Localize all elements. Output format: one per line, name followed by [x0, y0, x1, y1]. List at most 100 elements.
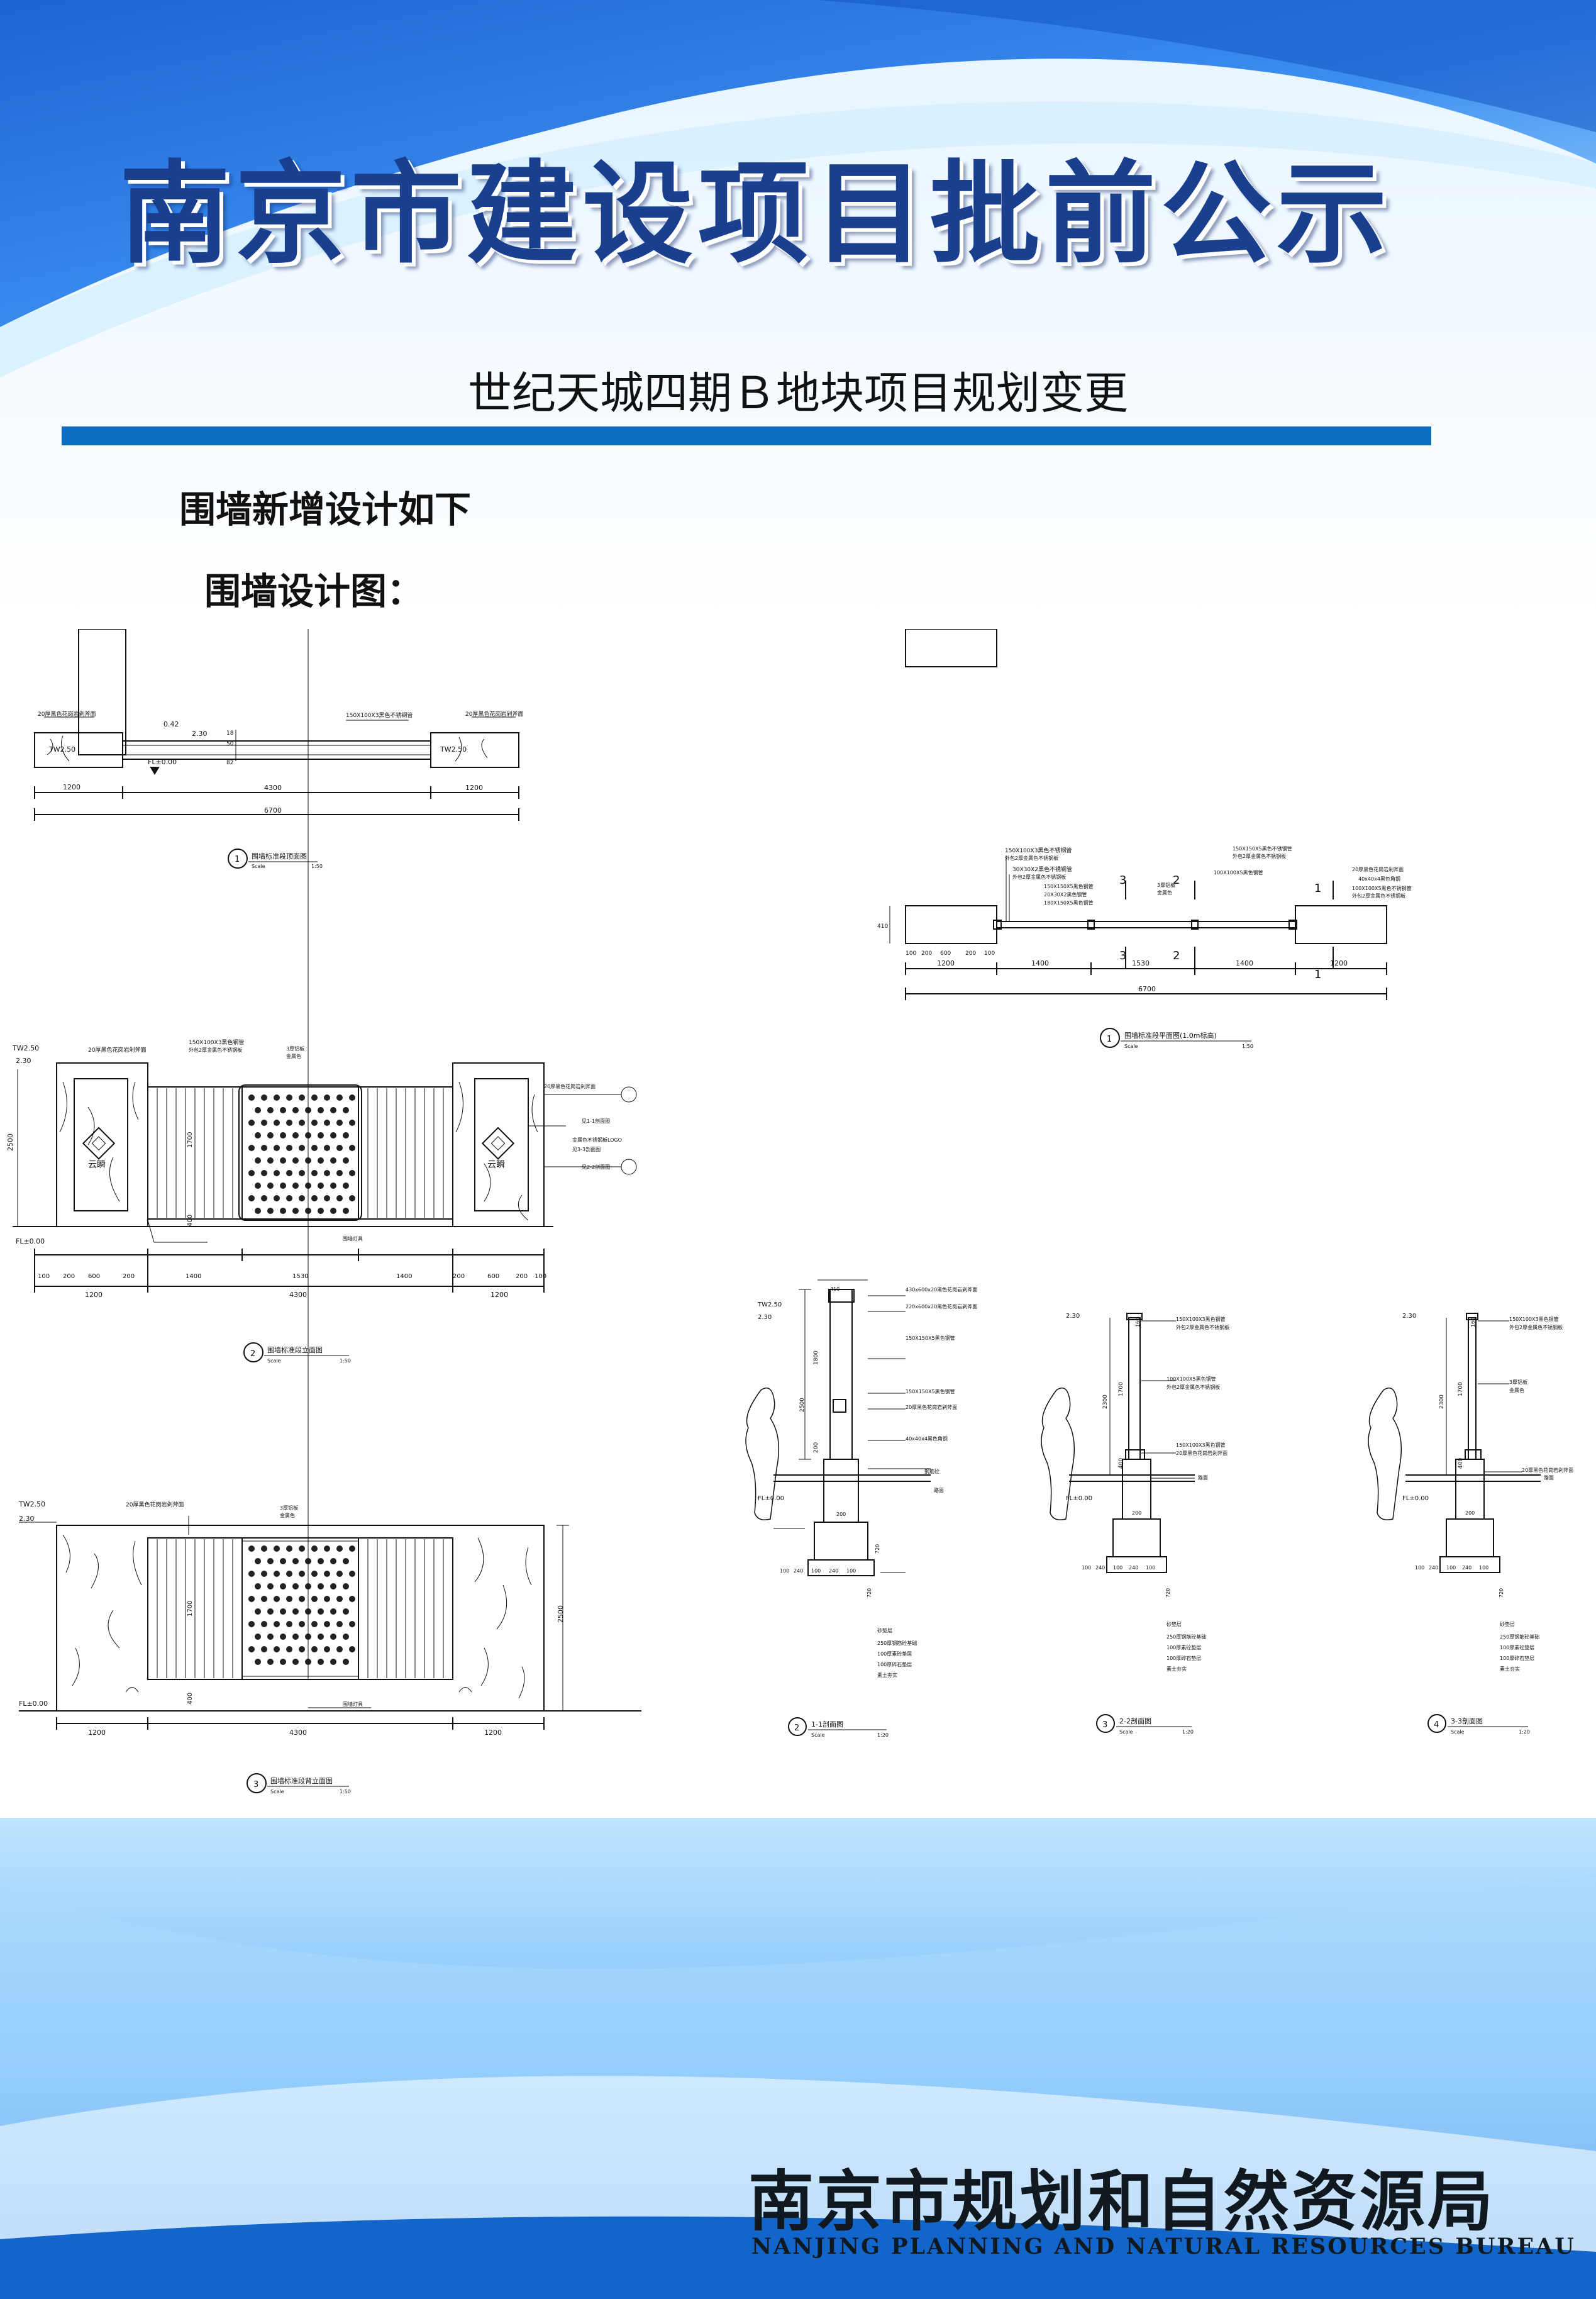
- s3-note-10: 100厚碎石垫层: [1500, 1655, 1534, 1661]
- drawing-plan-view: [889, 629, 1387, 1048]
- d2-note-16: 外包2厚金属色不锈钢板: [1352, 893, 1405, 899]
- s1-base-4: 240: [829, 1568, 838, 1574]
- d3-caption: 围墙标准段立面图: [267, 1345, 323, 1354]
- d2-total: 6700: [1138, 985, 1156, 993]
- d2-mark-3a: 3: [1119, 874, 1126, 887]
- s3-base-2: 240: [1429, 1565, 1438, 1571]
- s1-base-1: 100: [780, 1568, 789, 1574]
- d3-dim-9: 600: [487, 1273, 499, 1280]
- d2-ratio: 1:50: [1242, 1044, 1253, 1049]
- d3-dim2-1: 1200: [85, 1291, 103, 1299]
- d4-note-4: 围墙灯具: [343, 1701, 363, 1707]
- s2-note-3: 100X100X5黑色钢管: [1167, 1376, 1216, 1382]
- s1-note-12: 100厚碎石垫层: [877, 1661, 912, 1667]
- s1-note-13: 素土夯实: [877, 1672, 897, 1678]
- s2-note-6: 20厚黑色花岗岩剁斧面: [1176, 1450, 1227, 1456]
- s2-base-6: 720: [1165, 1588, 1171, 1598]
- d2-note-7: 180X150X5黑色钢管: [1044, 899, 1094, 906]
- s3-base-4: 240: [1462, 1565, 1471, 1571]
- s3-scale: Scale: [1451, 1729, 1465, 1735]
- d2-note-15: 100X100X5黑色不锈钢管: [1352, 885, 1412, 891]
- d2-side: 410: [877, 923, 888, 930]
- s2-note-11: 100厚碎石垫层: [1167, 1655, 1201, 1661]
- d3-note-4: 3厚铝板: [286, 1045, 304, 1052]
- d1-total: 6700: [264, 806, 282, 815]
- s3-note-1: 150X100X3黑色钢管: [1509, 1316, 1559, 1322]
- d3-logo-right: 云瞬: [487, 1160, 505, 1170]
- d2-dim-4: 1400: [1236, 959, 1253, 967]
- drawing-top-view: [34, 716, 519, 869]
- d1-elev-2: 0.42: [163, 720, 179, 728]
- s3-dim-2: 2300: [1439, 1394, 1445, 1409]
- s2-base-5: 100: [1146, 1565, 1155, 1571]
- d2-note-4: 外包2厚金属色不锈钢板: [1012, 874, 1066, 880]
- d3-inner-1: 1700: [187, 1132, 194, 1148]
- s3-note-9: 100厚素砼垫层: [1500, 1644, 1534, 1650]
- d4-dim-2: 4300: [289, 1728, 307, 1737]
- d4-dim-1: 1200: [88, 1728, 106, 1737]
- d2-dim-1: 1200: [937, 959, 955, 967]
- d3-note-6: 20厚黑色花岗岩剁斧面: [544, 1083, 596, 1089]
- d2-subdim-3: 600: [940, 950, 951, 957]
- d3-dim-10: 200: [516, 1273, 528, 1280]
- d1-note-2: 150X100X3黑色不锈钢管: [346, 711, 413, 719]
- s2-note-7: 路面: [1198, 1474, 1208, 1481]
- drawing-section-1-1: [745, 1279, 931, 1736]
- bureau-name-cn: 南京市规划和自然资源局: [748, 2163, 1496, 2240]
- d3-dim-2: 200: [63, 1273, 75, 1280]
- s3-note-7: 砂垫层: [1500, 1621, 1515, 1627]
- s2-note-4: 外包2厚金属色不锈钢板: [1167, 1384, 1220, 1390]
- d2-caption: 围墙标准段平面图(1.0m标高): [1124, 1031, 1217, 1040]
- s1-note-8: 路面: [934, 1487, 944, 1493]
- s1-note-5: 20厚黑色花岗岩剁斧面: [906, 1404, 957, 1410]
- s3-note-11: 素土夯实: [1500, 1666, 1520, 1672]
- s1-elev-3: FL±0.00: [758, 1495, 784, 1502]
- d4-inner-2: 400: [187, 1693, 194, 1705]
- s1-note-3: 150X150X5黑色钢管: [906, 1335, 955, 1341]
- s2-ratio: 1:20: [1182, 1729, 1194, 1735]
- d3-caption-no: 2: [250, 1349, 255, 1359]
- d1-elev-3: 2.30: [192, 730, 208, 738]
- s2-base-4: 240: [1129, 1565, 1138, 1571]
- d1-elev-5: TW2.50: [440, 745, 467, 754]
- d2-subdim-1: 100: [906, 950, 916, 957]
- d3-scale: Scale: [267, 1358, 281, 1364]
- d1-dim-3: 1200: [465, 784, 483, 792]
- d3-note-9: 见2-2剖面图: [582, 1164, 610, 1170]
- d4-elev-1: TW2.50: [18, 1500, 45, 1508]
- s2-note-9: 250厚钢筋砼基础: [1167, 1634, 1206, 1640]
- d2-note-5: 150X150X5黑色钢管: [1044, 883, 1094, 889]
- s1-ratio: 1:20: [877, 1732, 889, 1738]
- d2-note-6: 20X30X2黑色钢管: [1044, 891, 1087, 898]
- s3-dim-3: 1700: [1458, 1382, 1464, 1396]
- s3-base-3: 100: [1446, 1565, 1456, 1571]
- d4-caption: 围墙标准段背立面图: [270, 1776, 333, 1785]
- drawing-heading: 围墙设计图：: [204, 570, 424, 613]
- s1-caption-no: 2: [794, 1723, 799, 1733]
- d4-dim-3: 1200: [484, 1728, 502, 1737]
- s1-elev-2: 2.30: [758, 1314, 772, 1321]
- s3-dim-1: 160: [1470, 1318, 1476, 1327]
- d4-elev-2: 2.30: [19, 1515, 35, 1523]
- d1-caption: 围墙标准段顶面图: [252, 852, 307, 860]
- s1-note-2: 220x600x20黑色花岗岩剁斧面: [906, 1303, 977, 1310]
- s2-scale: Scale: [1119, 1729, 1133, 1735]
- d1-small-3: 82: [226, 760, 233, 766]
- d4-note-1: 20厚黑色花岗岩剁斧面: [126, 1501, 184, 1508]
- d3-dim-4: 200: [123, 1273, 135, 1280]
- s2-note-1: 150X100X3黑色钢管: [1176, 1316, 1226, 1322]
- d3-dim-5: 1400: [186, 1273, 201, 1280]
- d1-ratio: 1:50: [311, 864, 323, 869]
- d3-note-5: 金属色: [286, 1053, 301, 1059]
- d3-note-8: 金属色不锈钢板LOGO: [572, 1137, 622, 1143]
- s2-base-2: 240: [1095, 1565, 1105, 1571]
- s2-base-3: 100: [1113, 1565, 1122, 1571]
- d3-dim-1: 100: [38, 1273, 50, 1280]
- s3-base-5: 100: [1479, 1565, 1488, 1571]
- drawing-front-elevation: [13, 629, 637, 1362]
- d3-inner-2: 400: [187, 1215, 194, 1227]
- d2-note-12: 外包2厚金属色不锈钢板: [1233, 853, 1286, 859]
- s1-dim-1: 410: [830, 1286, 840, 1292]
- s1-dim-2: 2500: [799, 1398, 806, 1412]
